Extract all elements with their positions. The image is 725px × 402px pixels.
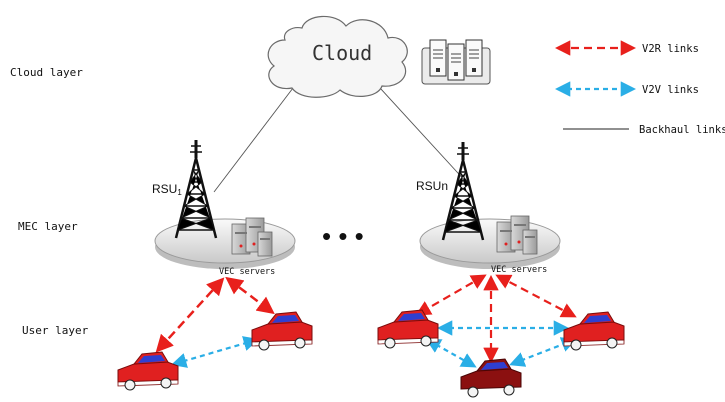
server-rack-icon bbox=[421, 39, 491, 85]
car-icon bbox=[563, 311, 625, 351]
backhaul-line-rsun bbox=[379, 87, 469, 185]
ellipsis: • • • bbox=[322, 221, 364, 251]
rsun-server-label: VEC servers bbox=[491, 265, 547, 275]
rsu1-label: RSU1 bbox=[152, 182, 182, 197]
server-icon bbox=[496, 215, 538, 255]
layer-label-cloud: Cloud layer bbox=[10, 66, 83, 79]
car-icon bbox=[377, 309, 439, 349]
antenna-tower-icon bbox=[441, 140, 485, 242]
legend-v2r-label: V2R links bbox=[642, 43, 699, 55]
v2v-link bbox=[425, 338, 477, 368]
layer-label-mec: MEC layer bbox=[18, 220, 78, 233]
v2r-link bbox=[155, 277, 225, 353]
car-icon bbox=[117, 351, 179, 391]
backhaul-line-rsu1 bbox=[213, 87, 294, 193]
legend-v2v-label: V2V links bbox=[642, 84, 699, 96]
antenna-tower-icon bbox=[174, 138, 218, 240]
v2r-link bbox=[495, 274, 577, 318]
v2r-link bbox=[225, 276, 275, 315]
rsun-base-platform bbox=[419, 218, 561, 269]
layer-label-user: User layer bbox=[22, 324, 89, 337]
v2v-link bbox=[171, 336, 259, 368]
rsun-label: RSUn bbox=[416, 179, 448, 193]
v2r-link bbox=[415, 274, 487, 316]
rsu1-base-platform bbox=[154, 218, 296, 269]
car-icon bbox=[251, 311, 313, 351]
legend: V2R links V2V links Backhaul links bbox=[554, 40, 725, 136]
cloud-label: Cloud bbox=[312, 41, 372, 65]
legend-backhaul-label: Backhaul links bbox=[639, 124, 725, 136]
cloud-icon bbox=[267, 15, 408, 98]
rsu1-server-label: VEC servers bbox=[219, 267, 275, 277]
